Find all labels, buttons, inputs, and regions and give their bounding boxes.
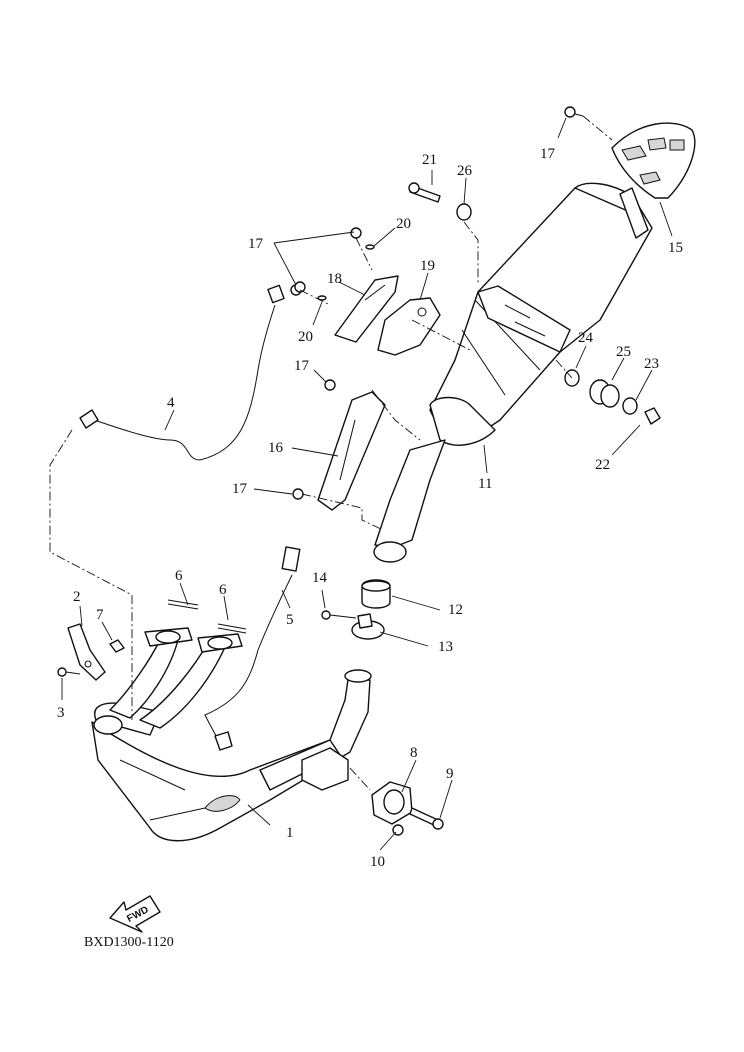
callout-23: 23 <box>644 356 659 372</box>
washer-23 <box>622 397 638 415</box>
callout-8: 8 <box>410 745 418 761</box>
hanger-bracket-19 <box>377 297 441 356</box>
callout-5: 5 <box>286 612 294 628</box>
bolt-17-endcap <box>564 106 584 118</box>
assembly-dash-lines <box>49 115 613 791</box>
muffler-bracket-16 <box>317 391 386 511</box>
exhaust-flange-left <box>144 627 193 647</box>
muffler-end-cover <box>611 122 696 199</box>
protector-bracket <box>67 623 106 681</box>
bolt-9 <box>409 807 444 830</box>
callout-17a: 17 <box>540 146 556 162</box>
callout-9: 9 <box>446 766 454 782</box>
callout-19: 19 <box>420 258 435 274</box>
bolt-3 <box>57 667 81 677</box>
forward-arrow-icon: FWD <box>109 895 161 933</box>
callout-2: 2 <box>73 589 81 605</box>
callout-11: 11 <box>478 476 492 492</box>
callout-3: 3 <box>57 705 65 721</box>
callout-6b: 6 <box>219 582 227 598</box>
callout-17b: 17 <box>248 236 264 252</box>
callout-24: 24 <box>578 330 594 346</box>
bolt-17-lower-bracket <box>292 488 304 500</box>
callout-17d: 17 <box>232 481 248 497</box>
damper-bracket <box>371 781 413 825</box>
bolt-17-upper-pair <box>294 227 362 293</box>
washer-26 <box>456 203 472 221</box>
callout-17c: 17 <box>294 358 310 374</box>
bolt-14 <box>321 610 357 620</box>
callout-20a: 20 <box>396 216 411 232</box>
callout-26: 26 <box>457 163 473 179</box>
o2-sensor-harness-lower <box>204 546 301 751</box>
o2-sensor-harness-upper <box>79 284 302 461</box>
bolt-21 <box>408 182 441 203</box>
gasket-12 <box>361 579 391 609</box>
diagram-reference-code: BXD1300-1120 <box>84 935 174 950</box>
exhaust-flange-right <box>197 633 243 653</box>
callout-25: 25 <box>616 344 631 360</box>
muffler-link-pipe <box>373 439 446 563</box>
callout-14: 14 <box>312 570 328 586</box>
callout-16: 16 <box>268 440 284 456</box>
callout-12: 12 <box>448 602 463 618</box>
callout-leaders <box>61 117 673 851</box>
nut-22 <box>644 407 661 425</box>
callout-15: 15 <box>668 240 683 256</box>
callout-6a: 6 <box>175 568 183 584</box>
callout-22: 22 <box>595 457 610 473</box>
callout-numbers: 1 2 3 4 5 6 6 7 8 9 10 11 12 13 14 15 16… <box>57 146 683 870</box>
callout-20b: 20 <box>298 329 313 345</box>
callout-18: 18 <box>327 271 342 287</box>
callout-4: 4 <box>167 395 175 411</box>
callout-1: 1 <box>286 825 294 841</box>
exhaust-header-pipe <box>91 639 372 842</box>
muffler <box>429 182 653 446</box>
clamp-13 <box>351 613 385 640</box>
nut-7 <box>109 639 125 653</box>
hanger-bracket-18 <box>334 275 399 343</box>
callout-21: 21 <box>422 152 437 168</box>
callout-10: 10 <box>370 854 385 870</box>
callout-7: 7 <box>96 607 104 623</box>
washers-20 <box>317 244 375 301</box>
gasket-strips <box>167 599 247 634</box>
bolt-17-upper-bracket <box>324 379 336 391</box>
damper-25 <box>589 379 620 408</box>
callout-13: 13 <box>438 639 453 655</box>
